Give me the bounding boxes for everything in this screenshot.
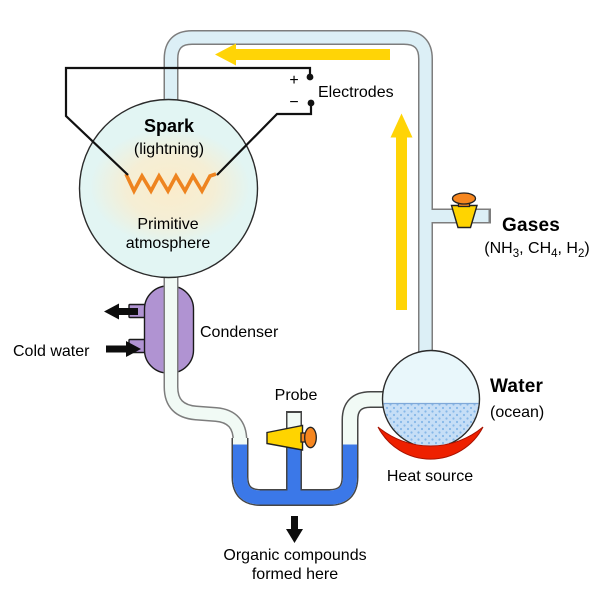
condenser-tube bbox=[165, 266, 246, 449]
formula-h-sub: 2 bbox=[577, 248, 585, 261]
formula-ch-sub: 4 bbox=[551, 248, 558, 261]
condenser-label: Condenser bbox=[200, 324, 279, 341]
formula-nh-sub: 3 bbox=[512, 248, 520, 261]
probe-valve-knob bbox=[304, 426, 317, 449]
formula-close: ) bbox=[584, 240, 590, 257]
top-loop-tube bbox=[165, 31, 432, 352]
electrode-minus-label: − bbox=[289, 94, 299, 111]
water-title: Water bbox=[490, 376, 544, 397]
electrode-terminal-positive bbox=[306, 73, 314, 81]
spark-title: Spark bbox=[143, 116, 195, 136]
cold-water-in-arrow-icon bbox=[126, 341, 141, 357]
primitive-atmosphere-label: Primitive atmosphere bbox=[125, 216, 211, 252]
probe-label: Probe bbox=[274, 387, 318, 404]
electrode-wire-positive bbox=[64, 66, 312, 176]
outlet-arrow-icon bbox=[286, 529, 303, 543]
gases-valve-knob bbox=[451, 192, 477, 205]
electrode-wire-negative bbox=[216, 103, 313, 176]
gases-valve-icon bbox=[450, 204, 478, 229]
trap-liquid bbox=[233, 444, 357, 505]
gases-formula: (NH3, CH4, H2) bbox=[484, 240, 589, 260]
cold-water-out-arrow-icon bbox=[104, 303, 119, 320]
spark-zigzag-icon bbox=[124, 172, 217, 196]
formula-nh: (NH bbox=[484, 240, 513, 257]
formula-ch: , CH bbox=[519, 240, 552, 257]
u-trap-outline bbox=[231, 391, 389, 506]
electrode-plus-label: + bbox=[289, 72, 299, 89]
flow-arrow-left-icon bbox=[215, 43, 236, 66]
flow-arrow-up-icon bbox=[390, 113, 413, 138]
lightning-label: (lightning) bbox=[133, 141, 205, 158]
gases-title: Gases bbox=[502, 215, 561, 236]
formula-h: , H bbox=[557, 240, 578, 257]
heat-source-label: Heat source bbox=[386, 468, 474, 485]
electrode-terminal-negative bbox=[307, 99, 315, 107]
probe-valve-icon bbox=[266, 424, 304, 451]
cold-water-label: Cold water bbox=[13, 343, 90, 360]
heat-source-icon bbox=[377, 426, 484, 460]
ocean-label: (ocean) bbox=[490, 404, 545, 421]
organic-compounds-label: Organic compounds formed here bbox=[223, 547, 367, 583]
u-trap-tube bbox=[233, 392, 389, 505]
electrodes-label: Electrodes bbox=[318, 84, 394, 101]
